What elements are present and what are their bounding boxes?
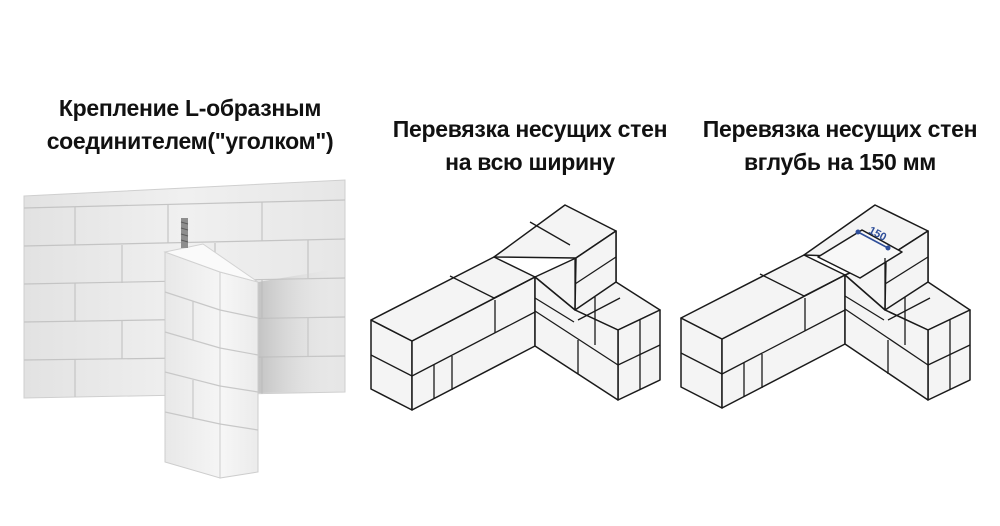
panel-2-title: Перевязка несущих стен на всю ширину [365, 113, 695, 179]
panel-2-bonding-diagram [370, 204, 661, 411]
perpendicular-wall-front [219, 271, 259, 479]
panel-1-wall-illustration [23, 179, 346, 479]
wall-shadow [258, 270, 330, 393]
perpendicular-wall-side [164, 251, 221, 479]
panel-3-title-line-2: вглубь на 150 мм [743, 149, 937, 175]
perpendicular-wall-top [163, 243, 259, 283]
p3-dimension-marker: 150 [855, 225, 891, 251]
p2-block-joints [370, 221, 661, 399]
perpendicular-wall-mortar-joints [164, 291, 259, 431]
panel-3-bonding-diagram: 150 [680, 204, 971, 409]
panel-1-title: Крепление L-образным соединителем("уголк… [20, 92, 360, 158]
l-connector-anchor [180, 218, 189, 248]
panel-1-title-line-2: соединителем("уголком") [46, 128, 334, 154]
panel-3-title: Перевязка несущих стен вглубь на 150 мм [680, 113, 1000, 179]
panel-2-title-line-1: Перевязка несущих стен [392, 116, 668, 142]
panel-1-title-line-1: Крепление L-образным [58, 95, 322, 121]
p3-inset-block-top [817, 229, 903, 279]
panel-2-title-line-2: на всю ширину [445, 149, 615, 175]
p3-block-joints [680, 256, 971, 397]
panel-3-title-line-1: Перевязка несущих стен [702, 116, 978, 142]
